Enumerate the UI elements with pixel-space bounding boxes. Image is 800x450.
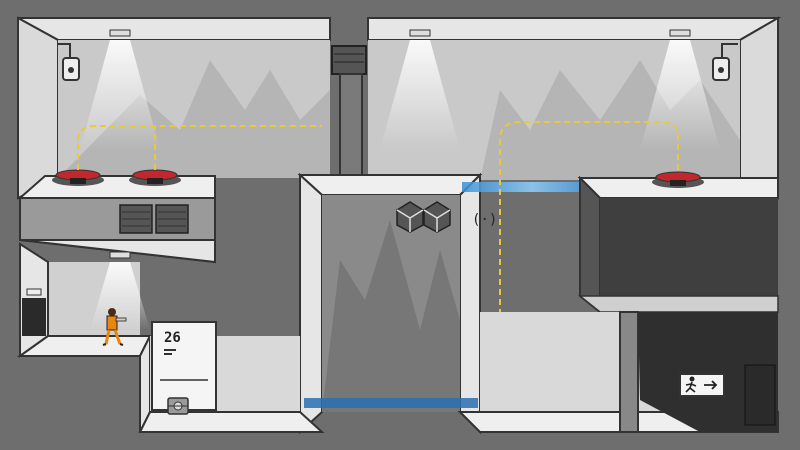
lamp-icon	[80, 29, 160, 150]
svg-text:(·): (·)	[472, 212, 497, 228]
player-character[interactable]	[102, 308, 127, 346]
indicator-wire	[499, 121, 679, 361]
support-pillar	[619, 311, 639, 433]
room-bottom-right	[457, 311, 779, 433]
center-chamber	[297, 172, 483, 435]
exit-running-man-icon	[679, 373, 725, 397]
chamber-number: 26	[164, 330, 181, 346]
hard-light-bridge[interactable]	[304, 398, 478, 408]
portal-gun	[115, 317, 127, 322]
security-camera-icon	[58, 43, 80, 81]
ledge-floor	[17, 175, 216, 199]
weighted-cube-icon[interactable]	[396, 201, 424, 233]
floor-button[interactable]	[52, 169, 104, 186]
chamber-sign: 26	[151, 321, 217, 411]
weighted-cube-icon[interactable]	[423, 201, 451, 233]
weighted-cube-icon[interactable]	[167, 397, 189, 415]
lamp-icon	[90, 251, 150, 330]
floor-button[interactable]	[129, 169, 181, 186]
vent-shaft	[331, 45, 367, 193]
floor-button[interactable]	[652, 171, 704, 188]
lamp-icon	[380, 29, 460, 150]
hard-light-bridge[interactable]	[462, 182, 602, 192]
light-bridge-emitter-icon: (·)	[472, 212, 497, 228]
indicator-wire	[77, 125, 322, 170]
room-right	[577, 175, 779, 315]
exit-door[interactable]	[744, 364, 776, 426]
security-camera-icon	[712, 43, 738, 81]
entry-door	[22, 298, 46, 336]
